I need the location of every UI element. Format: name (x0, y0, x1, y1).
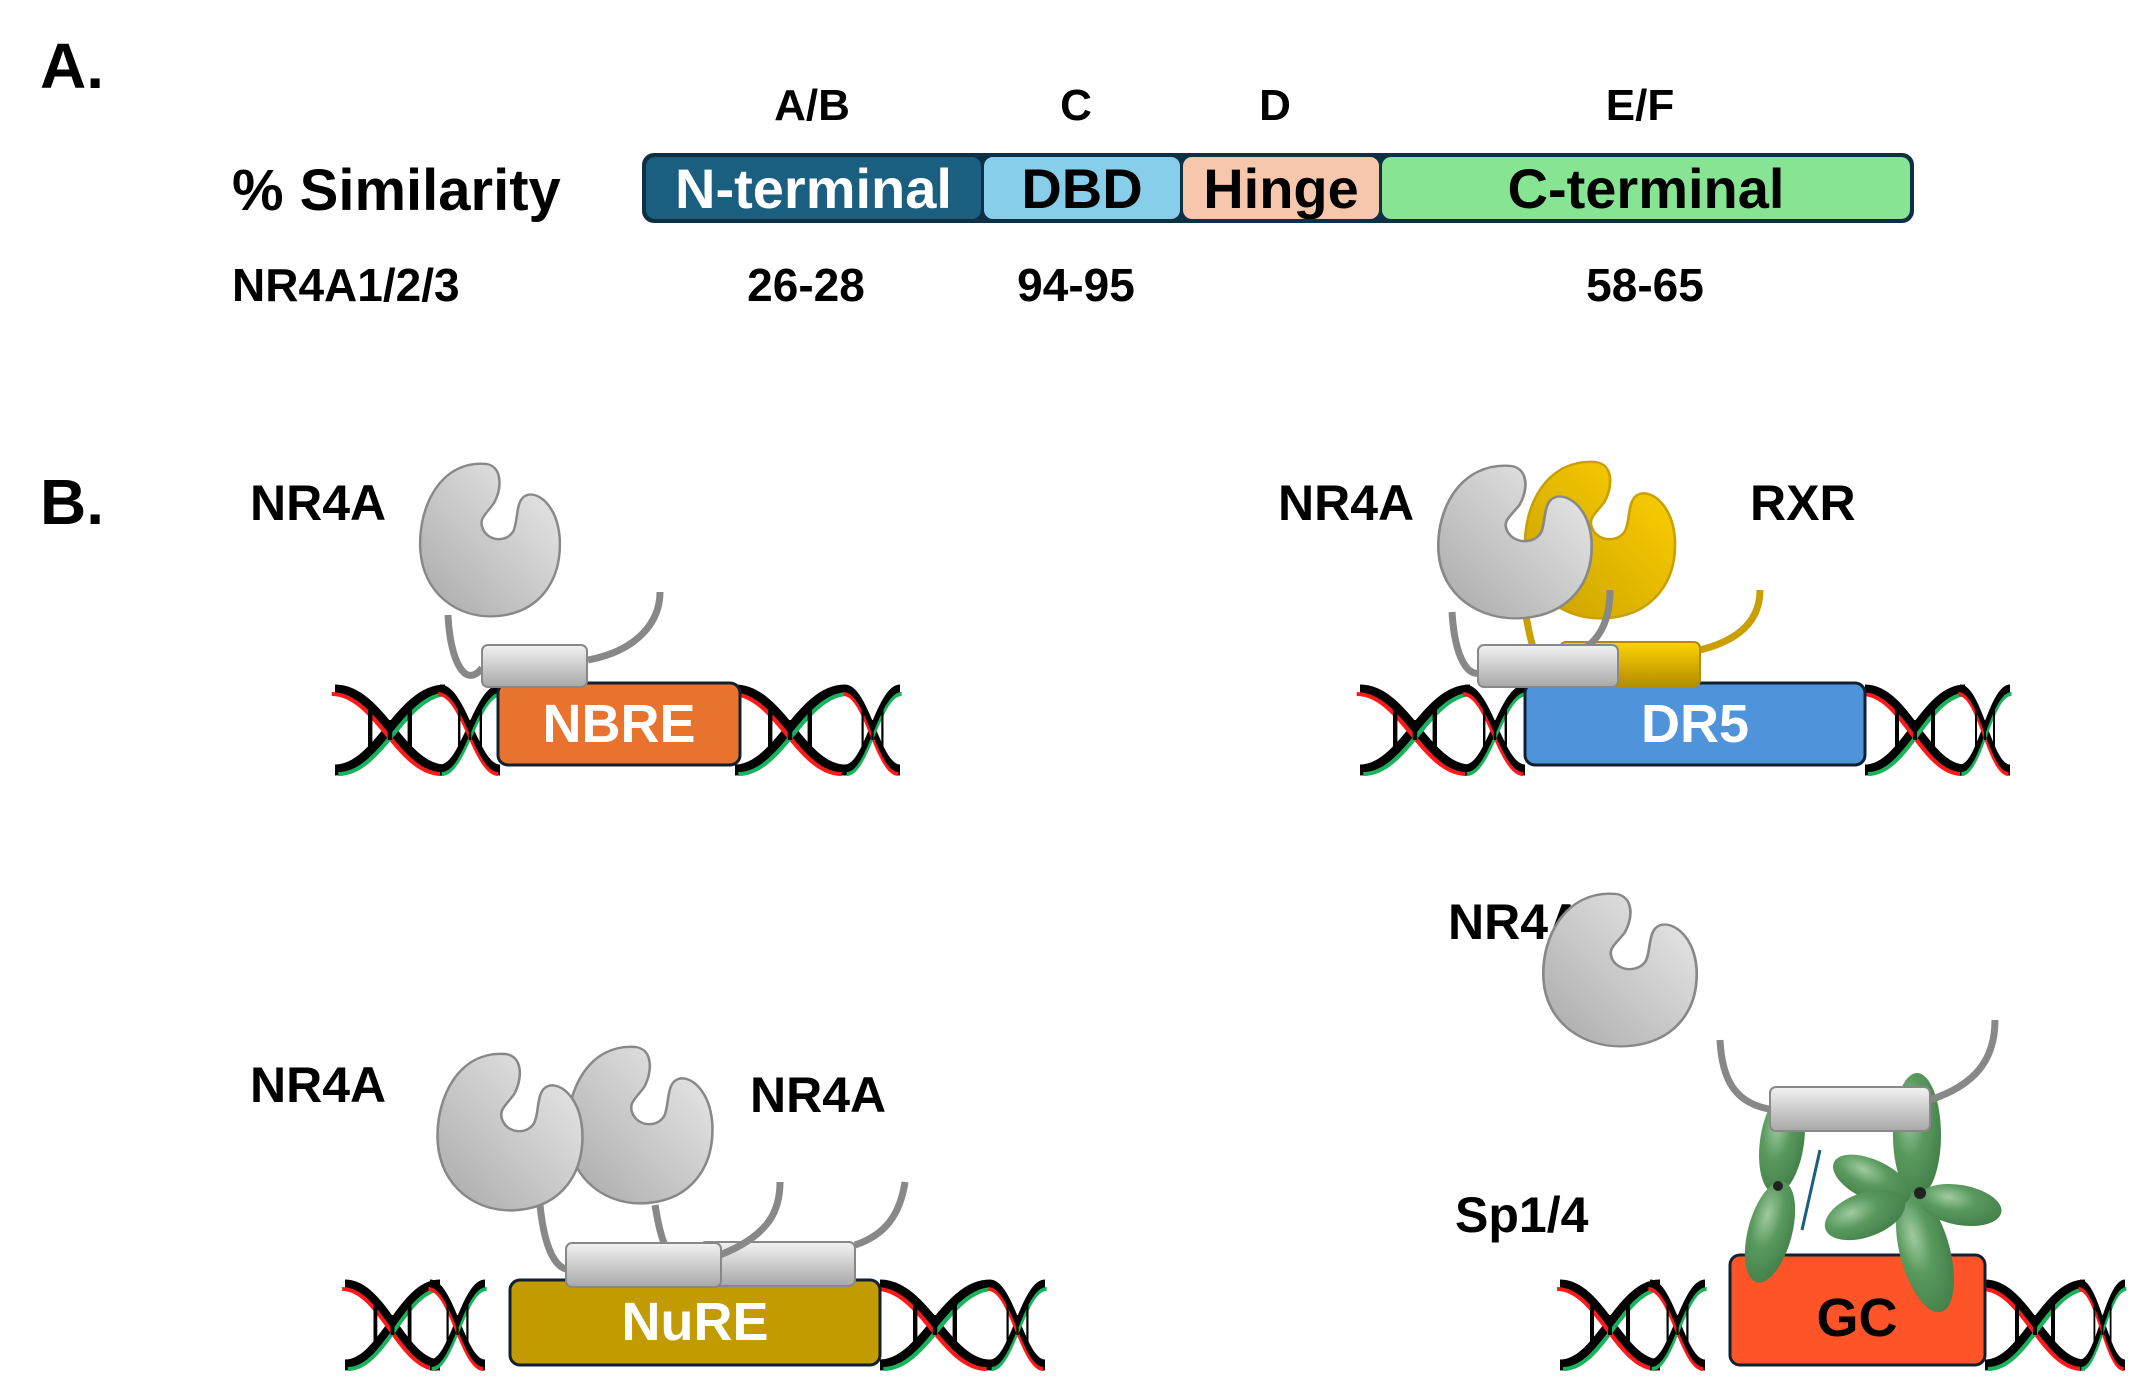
nr4a-tail (587, 591, 664, 664)
similarity-dbd: 94-95 (1017, 259, 1135, 311)
nr4a-linker (1716, 1039, 1776, 1114)
dna-helix-right (732, 690, 902, 774)
panel-b-label: B. (40, 466, 104, 538)
nr4a-dbd (1769, 1086, 1931, 1132)
dna-helix-left (332, 690, 502, 774)
domain-bar: N-terminal DBD Hinge C-terminal (642, 153, 1914, 223)
complex-dr5: DR5 (1357, 460, 2012, 774)
domain-letter-ab: A/B (774, 81, 850, 130)
complex-gc: GC (1541, 892, 2126, 1369)
complex-nure: NuRE (342, 1045, 1047, 1369)
protein-label-sp14: Sp1/4 (1455, 1187, 1589, 1243)
rxr-tail (1699, 589, 1764, 654)
dna-helix-left (1357, 690, 1527, 774)
protein-label-rxr: RXR (1750, 475, 1856, 531)
dna-helix-left (342, 1285, 487, 1369)
domain-n-terminal: N-terminal (646, 157, 981, 219)
domain-letter-d: D (1259, 81, 1291, 130)
protein-label-nr4a: NR4A (250, 1057, 387, 1113)
similarity-c-terminal: 58-65 (1586, 259, 1704, 311)
domain-hinge: Hinge (1183, 157, 1379, 219)
nr4a-tail (1928, 1019, 1999, 1104)
nr4a-protein-icon (436, 1052, 584, 1212)
gc-element-label: GC (1817, 1288, 1898, 1348)
nr4a-dbd (565, 1242, 722, 1288)
dna-helix-left (1557, 1285, 1707, 1369)
similarity-label: % Similarity (232, 158, 561, 223)
dna-helix-right (877, 1285, 1047, 1369)
protein-label-nr4a: NR4A (750, 1067, 887, 1123)
nbre-element-label: NBRE (542, 694, 695, 754)
nr4a-tail (853, 1181, 909, 1249)
protein-label-nr4a: NR4A (250, 475, 387, 531)
nr4a-protein-icon (1541, 892, 1699, 1048)
dr5-element-label: DR5 (1641, 694, 1749, 754)
dna-helix-right (1982, 1285, 2126, 1369)
nr4a-linker (444, 614, 485, 679)
domain-letter-c: C (1060, 81, 1092, 130)
domain-letter-ef: E/F (1605, 81, 1675, 130)
panel-a-label: A. (40, 30, 104, 102)
nr4a-dbd (1477, 644, 1619, 688)
similarity-n-terminal: 26-28 (747, 259, 865, 311)
nr4a-protein-icon (566, 1045, 714, 1205)
nr4a-dbd (699, 1241, 856, 1287)
domain-c-terminal: C-terminal (1382, 157, 1910, 219)
nr4a-linker (651, 1204, 671, 1250)
nbre-element-box (496, 681, 742, 767)
protein-label-nr4a: NR4A (1278, 475, 1415, 531)
dna-helix-right (1862, 690, 2012, 774)
nr4a-protein-icon (418, 462, 562, 618)
nr4a-dbd (481, 644, 588, 688)
domain-dbd: DBD (984, 157, 1180, 219)
nr4a-tail (718, 1181, 784, 1259)
complex-nbre: NBRE (332, 462, 902, 774)
row-label-nr4a: NR4A1/2/3 (232, 259, 460, 311)
nure-element-label: NuRE (622, 1292, 769, 1352)
